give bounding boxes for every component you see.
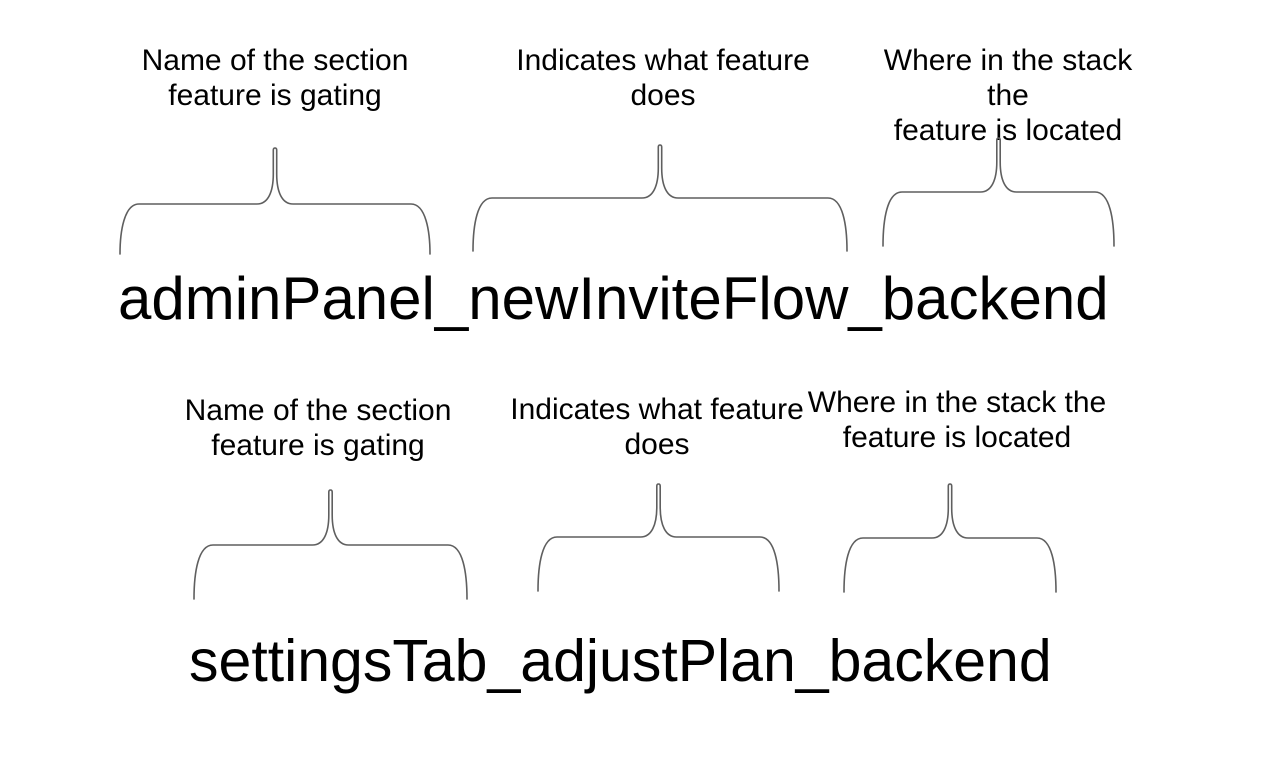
annotation-feature-purpose-2: Indicates what feature does xyxy=(510,393,804,461)
annotation-stack-location-1: Where in the stack the feature is locate… xyxy=(883,44,1133,147)
brace-icon xyxy=(119,147,431,255)
flag-name-example-1: adminPanel_newInviteFlow_backend xyxy=(118,265,1109,332)
brace-icon xyxy=(843,483,1057,593)
brace-icon xyxy=(472,144,848,252)
brace-icon xyxy=(537,483,780,592)
annotation-section-name-1: Name of the section feature is gating xyxy=(141,44,409,112)
annotation-feature-purpose-1: Indicates what feature does xyxy=(516,44,810,112)
brace-icon xyxy=(882,137,1115,247)
flag-name-example-2: settingsTab_adjustPlan_backend xyxy=(189,628,1052,694)
annotation-section-name-2: Name of the section feature is gating xyxy=(184,394,452,462)
annotation-stack-location-2: Where in the stack the feature is locate… xyxy=(807,386,1107,454)
brace-icon xyxy=(193,489,468,600)
